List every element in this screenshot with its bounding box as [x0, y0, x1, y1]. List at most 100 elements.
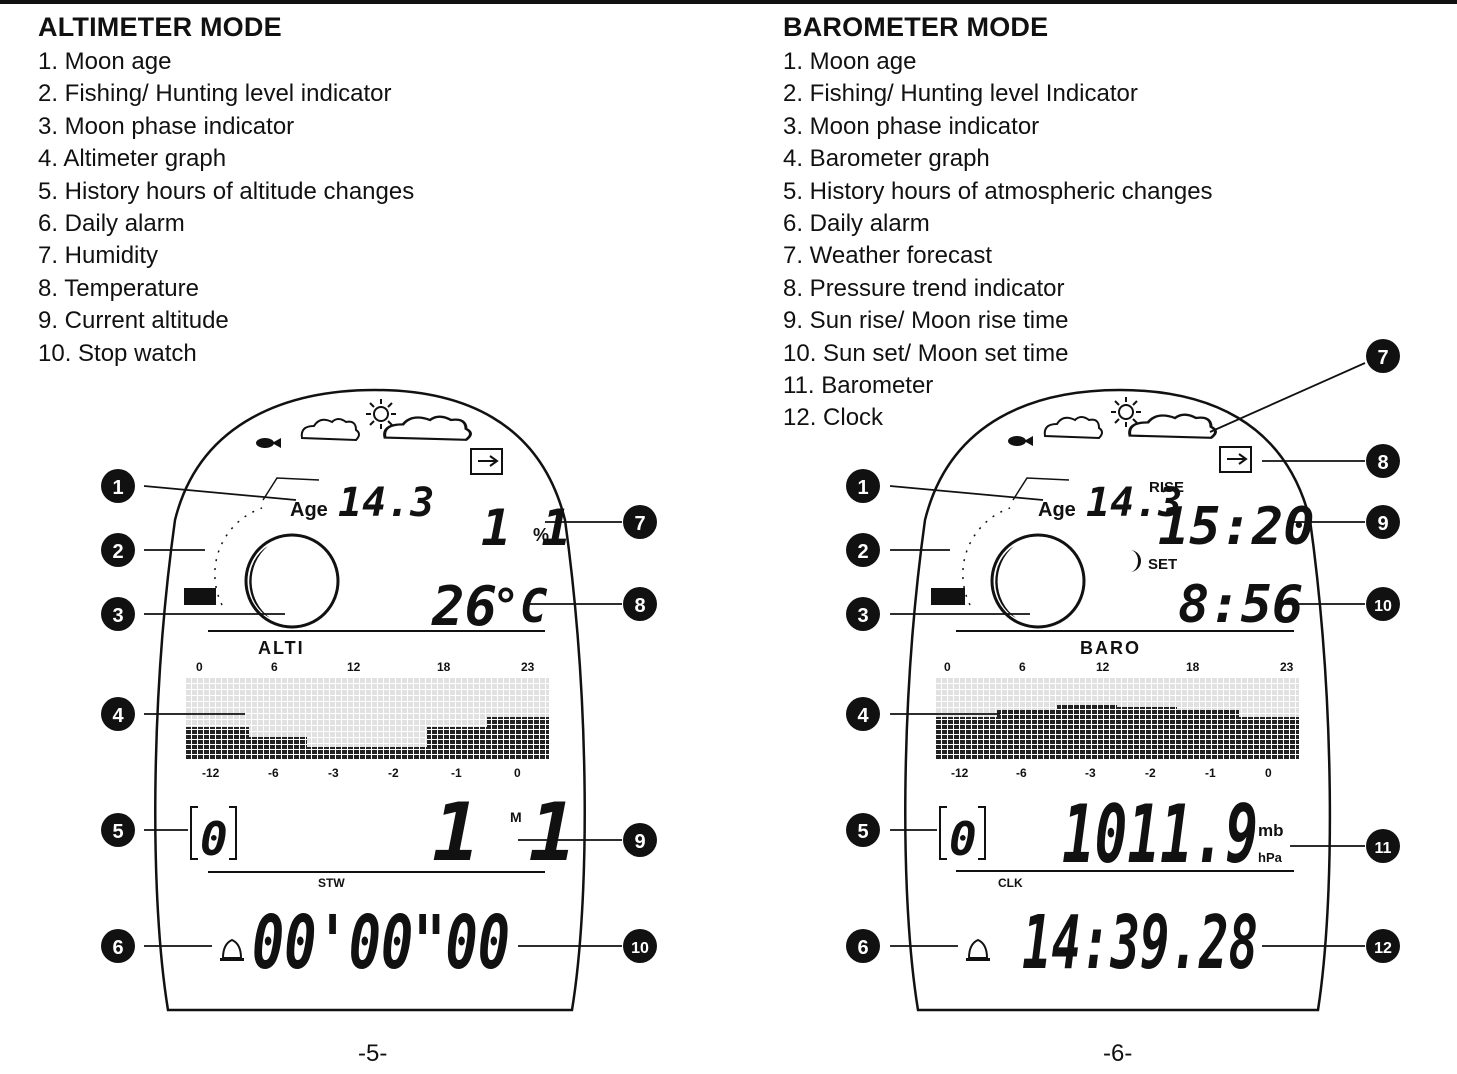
graph-bar	[1177, 710, 1239, 760]
callout-marker: 7	[1366, 339, 1400, 373]
tick-label: 12	[347, 660, 361, 674]
set-label: SET	[1148, 556, 1177, 573]
clock-label: CLK	[998, 876, 1023, 890]
graph-bottom-ticks: -12 -6 -3 -2 -1 0	[951, 766, 1272, 780]
sun-icon	[365, 398, 397, 430]
svg-text:7: 7	[634, 513, 645, 535]
list-item: 4. Barometer graph	[783, 145, 990, 173]
list-item: 8. Temperature	[38, 274, 199, 302]
svg-text:6: 6	[857, 937, 868, 959]
device-outline	[904, 388, 1332, 1012]
mode-label: ALTI	[258, 638, 305, 658]
graph-bar	[487, 717, 549, 760]
tick-label: 18	[437, 660, 451, 674]
history-value: 0	[949, 812, 977, 866]
svg-text:10: 10	[631, 940, 649, 957]
list-item: 5. History hours of atmospheric changes	[783, 177, 1213, 205]
tick-label: 0	[196, 660, 203, 674]
stopwatch-value: 00'00"00	[252, 900, 510, 986]
section-title: ALTIMETER MODE	[38, 12, 282, 42]
pressure-value: 1011.9	[1062, 788, 1258, 881]
humidity-value: 1 1	[481, 499, 571, 557]
altitude-value: 1 1	[432, 786, 577, 879]
svg-text:11: 11	[1375, 840, 1392, 857]
callout-marker: 3	[846, 597, 880, 631]
tick-label: -6	[1016, 766, 1027, 780]
temperature-unit: °C	[492, 579, 548, 633]
graph-bar	[935, 717, 997, 760]
tick-label: 23	[521, 660, 535, 674]
feature-list: 1. Moon age 2. Fishing/ Hunting level in…	[38, 46, 738, 370]
bell-icon	[965, 939, 991, 962]
barometer-graph	[935, 678, 1299, 760]
age-value: 14.3	[1086, 480, 1182, 526]
list-item: 12. Clock	[783, 404, 884, 432]
tick-label: 0	[944, 660, 951, 674]
svg-text:6: 6	[112, 937, 123, 959]
svg-text:2: 2	[857, 541, 868, 563]
callout-marker: 4	[101, 697, 135, 731]
device-outline	[154, 388, 586, 1012]
svg-text:7: 7	[1377, 347, 1388, 369]
callout-marker: 8	[1366, 444, 1400, 478]
list-item: 5. History hours of altitude changes	[38, 177, 415, 205]
list-item: 7. Humidity	[38, 242, 159, 270]
callout-marker: 6	[101, 929, 135, 963]
tick-label: -3	[1085, 766, 1096, 780]
fish-icon	[256, 438, 281, 448]
callout-marker: 1	[101, 469, 135, 503]
tick-label: -6	[268, 766, 279, 780]
rise-label: RISE	[1149, 479, 1184, 496]
cloud-icon	[1043, 416, 1103, 439]
set-time: 8:56	[1178, 575, 1303, 635]
cloud-icon	[1128, 413, 1217, 440]
graph-bar	[427, 727, 487, 760]
tick-label: -12	[951, 766, 969, 780]
list-item: 7. Weather forecast	[783, 242, 992, 270]
moon-phase-icon	[244, 533, 340, 629]
tick-label: 23	[1280, 660, 1294, 674]
svg-text:3: 3	[857, 605, 868, 627]
altimeter-device: Age 14.3 1 1 % 26 °C ALTI 0 6 12 18 23	[101, 388, 657, 1012]
tick-label: -12	[202, 766, 220, 780]
svg-text:9: 9	[634, 831, 645, 853]
callout-marker: 11	[1366, 829, 1400, 863]
list-item: 1. Moon age	[38, 48, 172, 75]
callout-marker: 10	[1366, 587, 1400, 621]
mode-label: BARO	[1080, 638, 1141, 658]
tick-label: 6	[271, 660, 278, 674]
graph-bar	[1057, 705, 1117, 760]
svg-text:9: 9	[1377, 513, 1388, 535]
graph-top-ticks: 0 6 12 18 23	[196, 660, 535, 674]
tick-label: -1	[451, 766, 462, 780]
callout-marker: 10	[623, 929, 657, 963]
trend-arrow-icon	[1219, 446, 1252, 473]
callout-marker: 5	[101, 813, 135, 847]
section-title: BAROMETER MODE	[783, 12, 1049, 42]
callout-marker: 2	[846, 533, 880, 567]
list-item: 3. Moon phase indicator	[783, 112, 1040, 140]
page-number: -5-	[358, 1040, 388, 1067]
list-item: 10. Sun set/ Moon set time	[783, 339, 1069, 367]
callout-marker: 7	[623, 505, 657, 539]
tick-label: -3	[328, 766, 339, 780]
tick-label: -2	[388, 766, 399, 780]
list-item: 4. Altimeter graph	[38, 145, 227, 173]
svg-text:5: 5	[857, 821, 868, 843]
feature-list: 1. Moon age 2. Fishing/ Hunting level In…	[783, 46, 1457, 435]
timer-label: STW	[318, 876, 345, 890]
moon-icon	[1130, 550, 1141, 572]
svg-text:8: 8	[634, 595, 645, 617]
callout-marker: 1	[846, 469, 880, 503]
age-label: Age	[290, 499, 328, 521]
level-bar	[184, 588, 216, 605]
clock-value: 14:39.28	[1022, 900, 1258, 986]
graph-bar	[307, 747, 427, 760]
list-item: 1. Moon age	[783, 48, 917, 75]
top-rule	[0, 0, 1457, 4]
age-label: Age	[1038, 499, 1076, 521]
level-bar	[931, 588, 965, 605]
graph-bar	[997, 710, 1057, 760]
barometer-section: BAROMETER MODE 1. Moon age 2. Fishing/ H…	[783, 8, 1457, 435]
